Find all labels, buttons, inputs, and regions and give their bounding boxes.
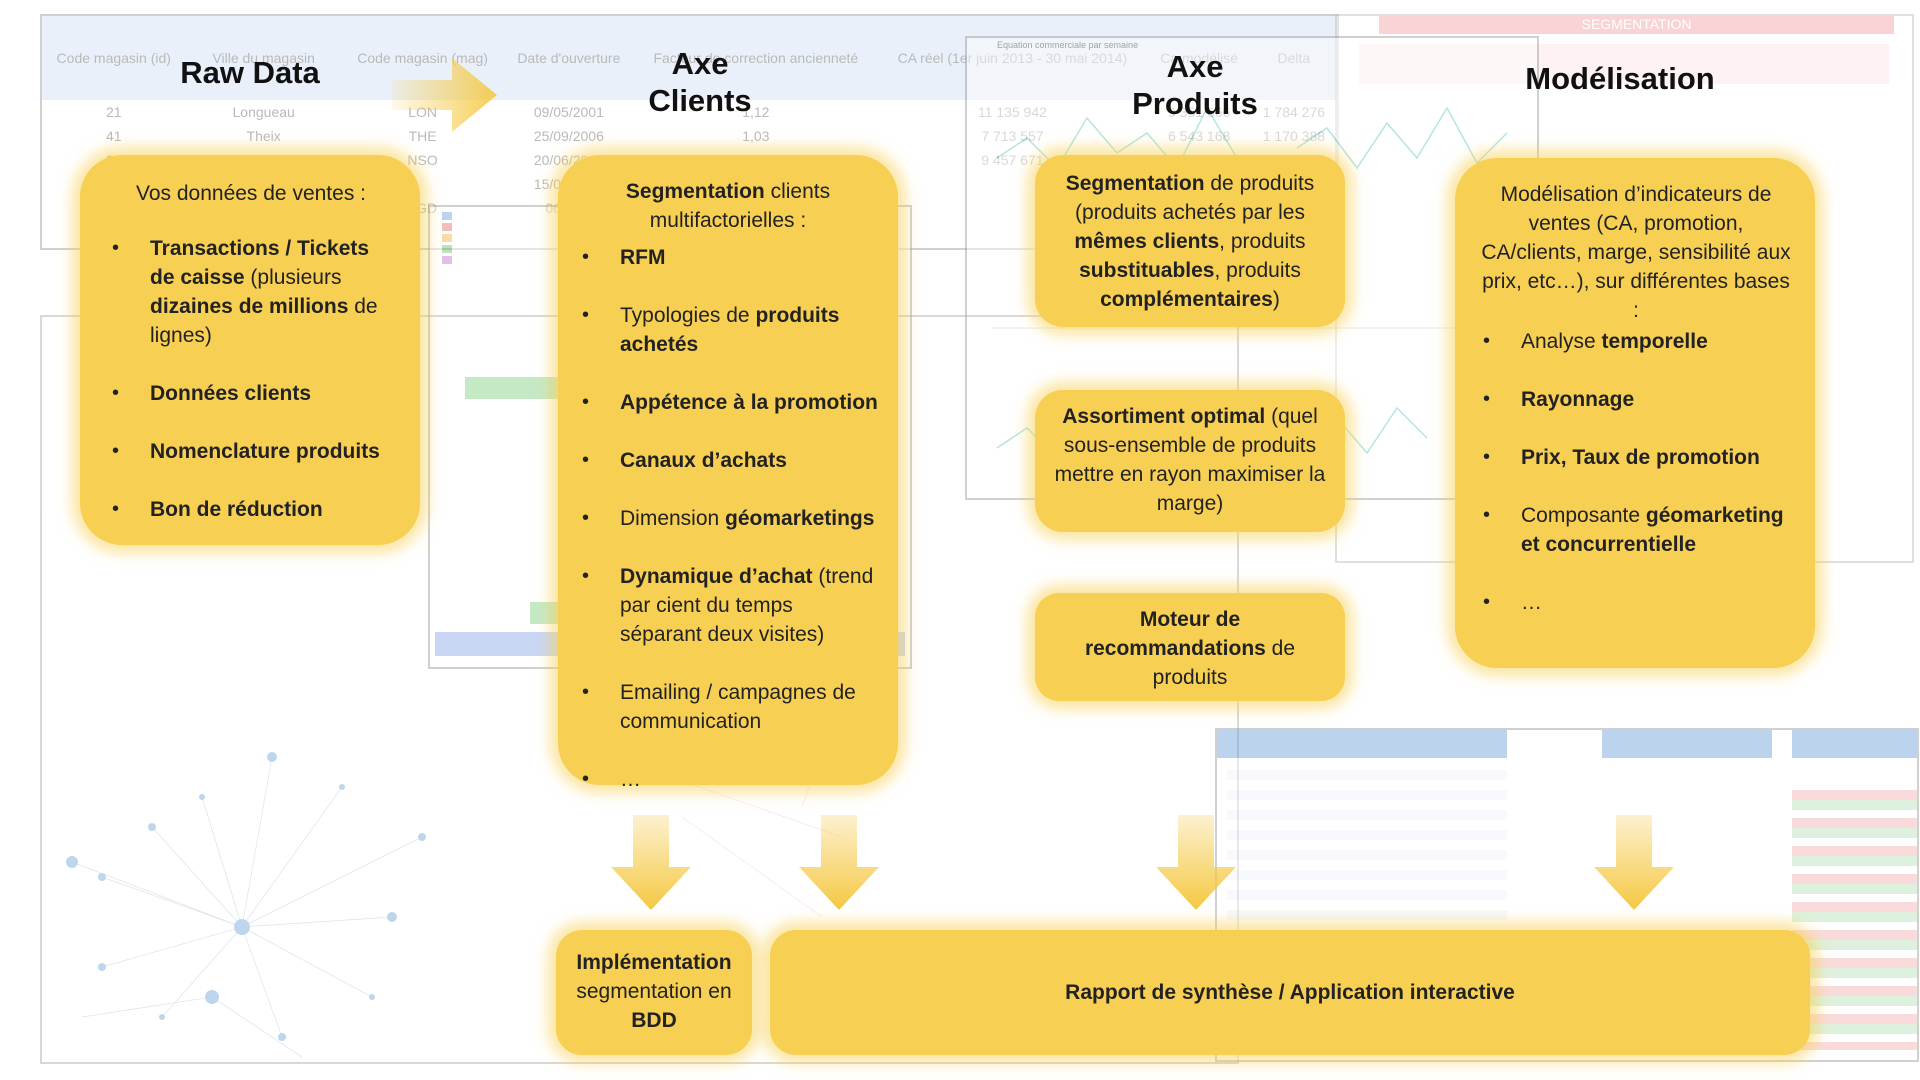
table-cell: NSO (407, 152, 438, 168)
clients-list: RFM Typologies de produits achetés Appét… (576, 243, 880, 794)
arrow-down-icon (1594, 815, 1674, 910)
list-item: Prix, Taux de promotion (1477, 443, 1795, 472)
heading-axe-clients: Axe Clients (648, 46, 752, 118)
report-header (1602, 730, 1772, 758)
report-header (1792, 730, 1917, 758)
moteur-recommandations-box: Moteur de recommandations de produits (1035, 593, 1345, 701)
chart-title: Equation commerciale par semaine (997, 40, 1139, 50)
list-item: Typologies de produits achetés (576, 301, 880, 359)
modelisation-list: Analyse temporelle Rayonnage Prix, Taux … (1477, 327, 1795, 617)
heading-raw-data: Raw Data (180, 55, 320, 90)
table-cell: 6 543 168 (1167, 128, 1231, 144)
list-item: Bon de réduction (106, 495, 396, 524)
table-header-cell: Ca modélisé (1160, 50, 1239, 66)
table-cell: 1,12 (742, 104, 770, 120)
list-item: Canaux d’achats (576, 446, 880, 475)
table-cell: 1,03 (742, 128, 770, 144)
heading-axe-produits: Axe Produits (1132, 49, 1258, 121)
list-item: Données clients (106, 379, 396, 408)
table-cell: 25/09/2006 (533, 128, 604, 144)
list-item: Dynamique d’achat (trend par cient du te… (576, 562, 880, 649)
list-item: Emailing / campagnes de communication (576, 678, 880, 736)
table-cell: 1 170 388 (1262, 128, 1326, 144)
table-cell: 41 (105, 128, 122, 144)
list-item: Dimension géomarketings (576, 504, 880, 533)
arrow-down-icon (1156, 815, 1236, 910)
clients-box: Segmentation clients multifactorielles :… (558, 155, 898, 794)
table-cell: THE (408, 128, 437, 144)
rapport-label: Rapport de synthèse / Application intera… (1065, 981, 1515, 1004)
legend-swatches (442, 212, 452, 272)
table-cell: 11 135 942 (977, 104, 1047, 120)
table-header-cell: Facteur de correction ancienneté (653, 50, 859, 66)
table-cell: 1 784 276 (1262, 104, 1326, 120)
table-cell: 7 713 557 (981, 128, 1044, 144)
table-cell: 9 457 671 (981, 152, 1044, 168)
table-header-cell: Date d'ouverture (517, 50, 621, 66)
segmentation-tab: SEGMENTATION (1379, 16, 1894, 34)
table-cell: 09/05/2001 (533, 104, 604, 120)
arrow-down-icon (611, 815, 691, 910)
assortiment-box: Assortiment optimal (quel sous-ensemble … (1035, 390, 1345, 532)
green-bar (465, 377, 585, 399)
list-item: Composante géomarketing et concurrentiel… (1477, 501, 1795, 559)
table-cell: Longueau (232, 104, 295, 120)
heatmap-cells (1792, 790, 1917, 1050)
modelisation-intro: Modélisation d’indicateurs de ventes (CA… (1481, 183, 1791, 322)
list-item: Analyse temporelle (1477, 327, 1795, 356)
table-header-cell: Code magasin (id) (56, 50, 171, 66)
table-cell: 21 (105, 104, 122, 120)
heading-modelisation: Modélisation (1525, 61, 1715, 96)
pink-band (1359, 44, 1889, 84)
table-cell: Theix (246, 128, 281, 144)
arrow-down-icon (799, 815, 879, 910)
raw-data-intro: Vos données de ventes : (135, 182, 366, 205)
list-item: Appétence à la promotion (576, 388, 880, 417)
table-row: 41 Theix THE 25/09/2006 1,03 7 713 557 6 543 1… (42, 124, 1337, 148)
table-header-cell: Ville du magasin (212, 50, 315, 66)
table-cell: 9 351 666 (1167, 104, 1231, 120)
list-item: Nomenclature produits (106, 437, 396, 466)
list-item: … (576, 765, 880, 794)
raw-data-box: Vos données de ventes : Transactions / T… (80, 155, 420, 545)
list-item: RFM (576, 243, 880, 272)
modelisation-box: Modélisation d’indicateurs de ventes (CA… (1455, 158, 1815, 668)
implementation-box: Implémentation segmentation en BDD (556, 930, 752, 1055)
report-header (1217, 730, 1507, 758)
list-item: Transactions / Tickets de caisse (plusie… (106, 234, 396, 350)
raw-data-list: Transactions / Tickets de caisse (plusie… (106, 234, 396, 524)
list-item: Rayonnage (1477, 385, 1795, 414)
list-item: … (1477, 588, 1795, 617)
table-header-cell: CA réel (1er juin 2013 - 30 mai 2014) (897, 50, 1128, 66)
arrow-right-icon (392, 58, 497, 132)
clients-intro: Segmentation clients multifactorielles : (625, 180, 831, 232)
segmentation-produits-box: Segmentation de produits (produits achet… (1035, 155, 1345, 327)
rapport-box: Rapport de synthèse / Application intera… (770, 930, 1810, 1055)
table-header-cell: Delta (1277, 50, 1311, 66)
